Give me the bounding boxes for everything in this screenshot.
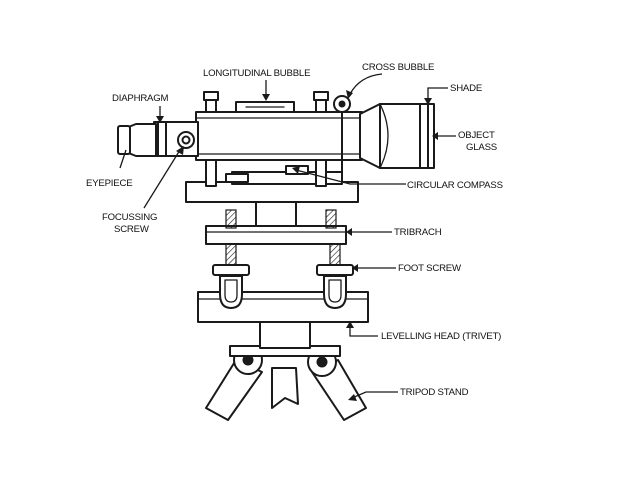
label-levelling-head: LEVELLING HEAD (TRIVET) [381,331,501,342]
label-longitudinal-bubble: LONGITUDINAL BUBBLE [203,68,310,79]
vertical-spindle [255,199,297,227]
tribrach [205,225,347,245]
label-shade: SHADE [450,83,482,94]
label-cross-bubble: CROSS BUBBLE [362,62,434,73]
label-diaphragm: DIAPHRAGM [112,93,169,104]
label-tribrach: TRIBRACH [394,227,442,238]
tribrach-stud-right [325,209,337,229]
label-circular-compass: CIRCULAR COMPASS [407,180,503,191]
label-focussing-screw-line2: SCREW [114,224,150,235]
leader-lines [119,73,456,401]
tripod-stand [205,345,367,421]
foot-screw-right [316,243,354,309]
label-object-glass-line2: GLASS [466,142,497,153]
label-eyepiece: EYEPIECE [86,178,132,189]
foot-screw-left [212,243,250,309]
telescope [117,95,435,183]
tribrach-stud-left [225,209,237,229]
label-tripod-stand: TRIPOD STAND [400,387,469,398]
label-focussing-screw-line1: FOCUSSING [102,212,157,223]
label-foot-screw: FOOT SCREW [398,263,462,274]
label-object-glass-line1: OBJECT [458,130,495,141]
labels: LONGITUDINAL BUBBLE CROSS BUBBLE SHADE D… [86,62,503,398]
